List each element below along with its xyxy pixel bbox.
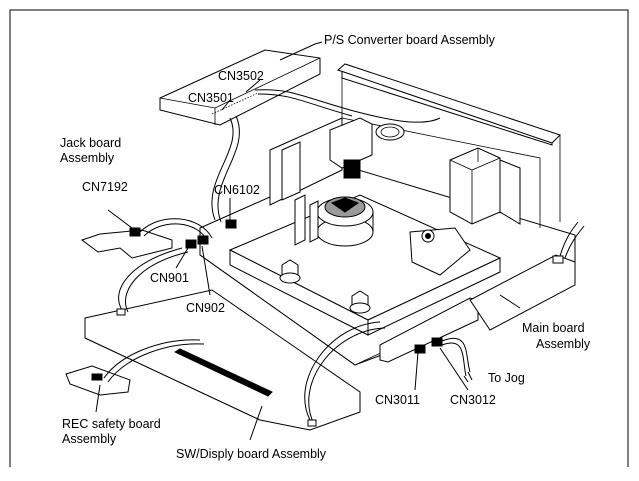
label-cn3501: CN3501 [188, 91, 234, 105]
label-cn3012: CN3012 [450, 393, 496, 407]
label-cn3011: CN3011 [375, 393, 420, 407]
label-main-board-line2: Assembly [536, 337, 591, 351]
leader-lines [95, 41, 521, 441]
jack-board [80, 218, 213, 259]
label-cn901: CN901 [150, 271, 189, 285]
sw-display-board [84, 247, 386, 431]
label-main-board-line1: Main board [522, 321, 585, 335]
label-cn6102: CN6102 [214, 183, 260, 197]
rec-safety-board [65, 339, 205, 396]
label-cn3502: CN3502 [218, 69, 264, 83]
cn6102-connector [225, 219, 237, 229]
ps-converter-board [159, 49, 441, 223]
label-cn7192: CN7192 [82, 180, 128, 194]
frame-border [9, 9, 629, 467]
label-jack-board-line1: Jack board [60, 136, 121, 150]
loading-mechanism [228, 194, 585, 363]
label-sw-display: SW/Disply board Assembly [176, 447, 327, 461]
label-to-jog: To Jog [488, 371, 525, 385]
label-rec-safety-line1: REC safety board [62, 417, 161, 431]
cn901-connector [185, 239, 197, 249]
label-rec-safety-line2: Assembly [62, 432, 117, 446]
label-jack-board-line2: Assembly [60, 151, 115, 165]
cn3011-connector [414, 344, 426, 354]
cn902-connector [197, 235, 209, 245]
label-cn902: CN902 [186, 301, 225, 315]
label-ps-converter: P/S Converter board Assembly [324, 33, 496, 47]
cn3012-connector [431, 337, 443, 347]
